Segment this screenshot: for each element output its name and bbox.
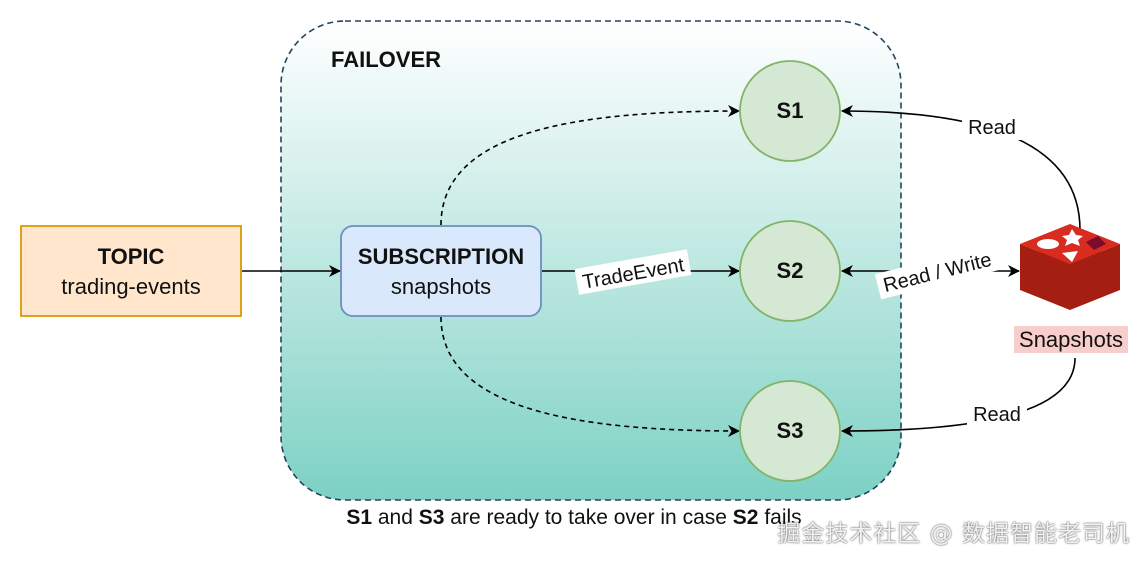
caption-s3: S3: [418, 506, 445, 529]
server-s1[interactable]: S1: [739, 60, 841, 162]
caption-end: fails: [764, 506, 802, 529]
subscription-node[interactable]: SUBSCRIPTION snapshots: [340, 225, 542, 317]
subscription-subtitle: snapshots: [391, 274, 491, 299]
server-s1-label: S1: [777, 98, 804, 123]
subscription-title: SUBSCRIPTION: [358, 244, 524, 269]
server-s2-label: S2: [777, 258, 804, 283]
read-top-label: Read: [968, 117, 1016, 139]
caption-middle: are ready to take over in case: [450, 506, 727, 529]
diagram-caption: S1 and S3 are ready to take over in case…: [0, 506, 1148, 530]
server-s3[interactable]: S3: [739, 380, 841, 482]
topic-title: TOPIC: [98, 244, 165, 269]
edge-subscription-to-s3: [440, 316, 740, 437]
redis-icon[interactable]: [1020, 224, 1120, 310]
caption-s2: S2: [732, 506, 759, 529]
watermark: 掘金技术社区 @ 数据智能老司机: [777, 521, 1130, 547]
edge-subscription-to-s1: [440, 105, 740, 226]
failover-group: [280, 20, 902, 501]
server-s2[interactable]: S2: [739, 220, 841, 322]
caption-s1: S1: [346, 506, 373, 529]
topic-subtitle: trading-events: [61, 274, 200, 299]
server-s3-label: S3: [777, 418, 804, 443]
snapshots-label-bg: [1014, 326, 1128, 353]
failover-label: FAILOVER: [331, 47, 441, 72]
caption-and: and: [377, 506, 413, 529]
read-bottom-label: Read: [973, 404, 1021, 426]
snapshots-label: Snapshots: [1019, 327, 1123, 352]
topic-node[interactable]: TOPIC trading-events: [20, 225, 242, 317]
